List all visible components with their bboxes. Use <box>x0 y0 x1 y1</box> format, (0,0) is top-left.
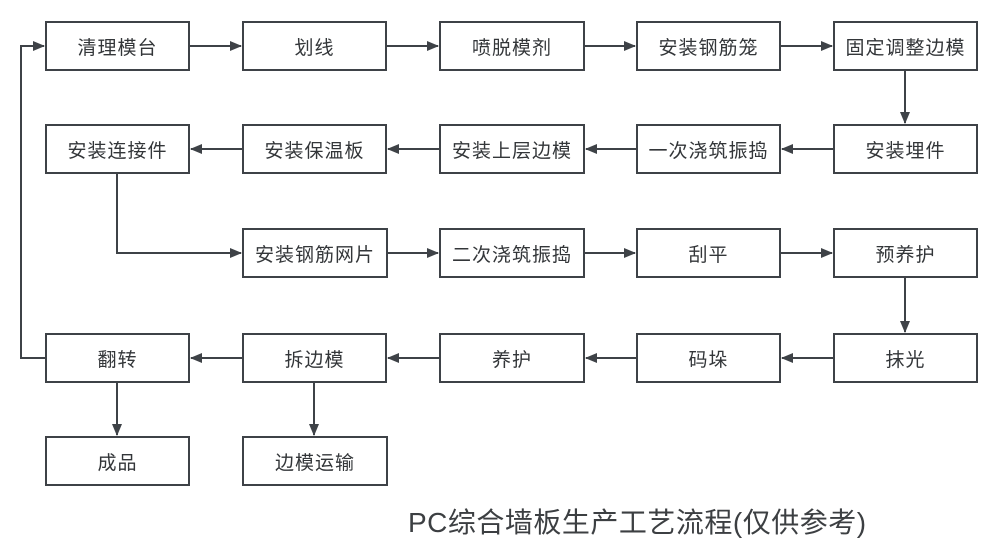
flow-node-install-insulation-board: 安装保温板 <box>242 124 387 174</box>
flow-node-install-connectors: 安装连接件 <box>45 124 190 174</box>
flow-node-first-pour-vibrate: 一次浇筑振捣 <box>636 124 781 174</box>
flow-node-finished-product: 成品 <box>45 436 190 486</box>
flow-node-remove-side-forms: 拆边模 <box>242 333 387 383</box>
flow-node-fix-adjust-side-forms: 固定调整边模 <box>833 21 978 71</box>
flow-node-install-rebar-cage: 安装钢筋笼 <box>636 21 781 71</box>
flow-node-trowel-finish: 抹光 <box>833 333 978 383</box>
flow-node-second-pour-vibrate: 二次浇筑振捣 <box>439 228 585 278</box>
flow-node-clean-mold-table: 清理模台 <box>45 21 190 71</box>
arrow-flip-to-clean-mold-table-loop <box>20 41 45 359</box>
flow-node-screed: 刮平 <box>636 228 781 278</box>
flow-node-spray-release-agent: 喷脱模剂 <box>439 21 585 71</box>
flow-node-install-rebar-mesh: 安装钢筋网片 <box>242 228 388 278</box>
arrow-install-connectors-to-install-rebar-mesh <box>116 174 242 258</box>
flow-node-install-embedded-parts: 安装埋件 <box>833 124 978 174</box>
flow-node-marking: 划线 <box>242 21 387 71</box>
flow-node-pre-curing: 预养护 <box>833 228 978 278</box>
flow-node-flip: 翻转 <box>45 333 190 383</box>
flow-node-stacking: 码垛 <box>636 333 781 383</box>
diagram-title: PC综合墙板生产工艺流程(仅供参考) <box>408 507 867 538</box>
flow-node-install-upper-side-forms: 安装上层边模 <box>439 124 585 174</box>
flow-node-curing: 养护 <box>439 333 585 383</box>
flow-node-side-form-transport: 边模运输 <box>242 436 388 486</box>
